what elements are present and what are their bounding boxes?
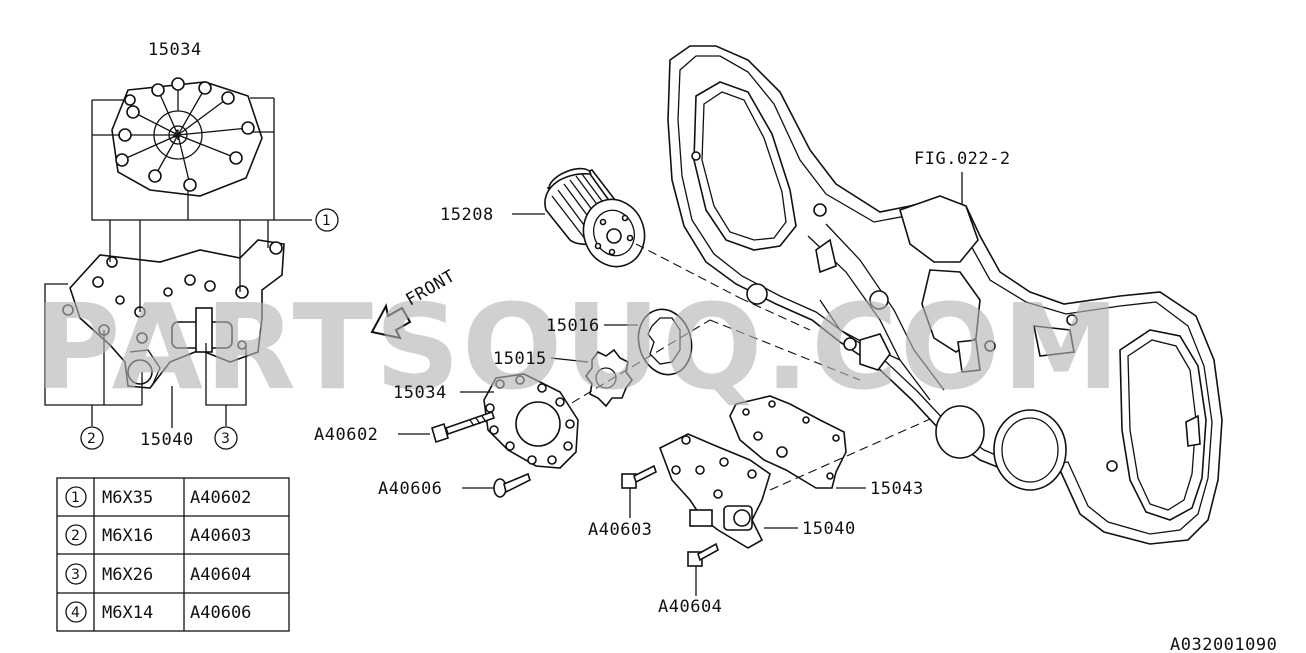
pump-cover-detail: 4: [44, 77, 339, 450]
table-part-1: A40602: [190, 488, 251, 508]
bolt-a40603: [621, 464, 657, 518]
front-arrow: [370, 303, 412, 340]
callout-2: 2: [87, 431, 96, 447]
table-num-1: 1: [71, 490, 80, 506]
label-15015: 15015: [493, 349, 547, 369]
table-num-2: 2: [71, 528, 80, 544]
table-num-3: 3: [71, 567, 80, 583]
table-size-2: M6X16: [102, 526, 153, 546]
label-fig-ref: FIG.022-2: [914, 149, 1011, 169]
svg-text:4: 4: [172, 128, 181, 144]
bolt-a40606: [462, 472, 531, 498]
label-15040-left: 15040: [140, 430, 194, 450]
label-15016: 15016: [546, 316, 600, 336]
bolt-a40604: [687, 542, 719, 596]
table-part-4: A40606: [190, 603, 251, 623]
table-part-3: A40604: [190, 565, 251, 585]
oil-filter: [512, 167, 741, 299]
watermark: PARTSOUQ.COM: [34, 278, 1122, 416]
pump-cover: [460, 373, 579, 469]
outer-rotor: [604, 308, 693, 376]
table-part-2: A40603: [190, 526, 251, 546]
table-size-3: M6X26: [102, 565, 153, 585]
label-15208: 15208: [440, 205, 494, 225]
bolt-spec-table: [56, 477, 290, 632]
label-15034-top: 15034: [148, 40, 202, 60]
inner-rotor: [550, 319, 711, 411]
table-size-1: M6X35: [102, 488, 153, 508]
table-size-4: M6X14: [102, 603, 153, 623]
label-15043: 15043: [870, 479, 924, 499]
label-a40602: A40602: [314, 425, 378, 445]
label-15034-mid: 15034: [393, 383, 447, 403]
bolt-a40602: [398, 410, 496, 444]
label-a40604: A40604: [658, 597, 722, 617]
table-num-4: 4: [71, 605, 80, 621]
callout-3: 3: [221, 431, 230, 447]
timing-cover: [667, 45, 1223, 545]
label-15040-right: 15040: [802, 519, 856, 539]
label-a40603: A40603: [588, 520, 652, 540]
gasket-15043: [729, 395, 866, 489]
pump-body-15040: [658, 411, 947, 549]
diagram-code: A032001090: [1170, 635, 1277, 653]
label-a40606: A40606: [378, 479, 442, 499]
callout-1: 1: [322, 213, 331, 229]
